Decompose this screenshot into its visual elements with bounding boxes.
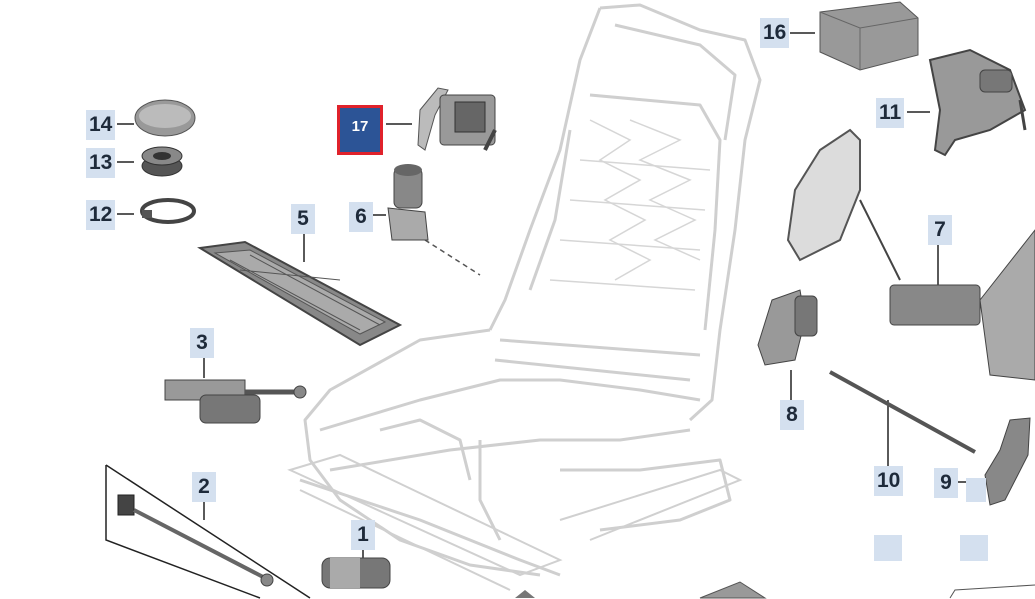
- callout-14[interactable]: 14: [86, 110, 116, 140]
- empty-callout[interactable]: [960, 535, 988, 561]
- callout-2[interactable]: 2: [192, 472, 216, 502]
- part-12-ring[interactable]: [140, 198, 196, 224]
- part-14-cover[interactable]: [134, 99, 196, 137]
- empty-callout[interactable]: [874, 535, 902, 561]
- part-3-gear-motor[interactable]: [164, 379, 307, 424]
- seat-frame: [299, 3, 762, 577]
- seat-springs: [549, 119, 711, 291]
- seat-rails: [287, 453, 743, 591]
- callout-8[interactable]: 8: [780, 400, 804, 430]
- callout-3[interactable]: 3: [190, 328, 214, 358]
- leader-lines: [105, 32, 988, 599]
- callout-11[interactable]: 11: [876, 98, 905, 128]
- part-17-switch[interactable]: [417, 87, 497, 151]
- callout-9[interactable]: 9: [934, 468, 958, 498]
- part-1-motor[interactable]: [321, 557, 391, 589]
- part-6-motor[interactable]: [387, 164, 429, 241]
- part-8-actuator[interactable]: [757, 289, 818, 366]
- callout-7[interactable]: 7: [928, 215, 952, 245]
- part-11-bracket[interactable]: [928, 48, 1027, 157]
- empty-callout[interactable]: [966, 478, 986, 502]
- part-5-seat-pan[interactable]: [197, 240, 403, 347]
- part-9-lever[interactable]: [984, 417, 1031, 506]
- callout-12[interactable]: 12: [86, 200, 116, 230]
- callout-6[interactable]: 6: [349, 202, 373, 232]
- part-16-box[interactable]: [819, 1, 919, 71]
- part-partial-bottom: [515, 581, 1035, 599]
- callout-13[interactable]: 13: [86, 148, 116, 178]
- callout-1[interactable]: 1: [351, 520, 375, 550]
- link-line: [424, 239, 481, 276]
- callout-16[interactable]: 16: [760, 18, 790, 48]
- callout-17-selected[interactable]: 17: [337, 105, 383, 155]
- part-7-bolster[interactable]: [786, 128, 1035, 381]
- callout-10[interactable]: 10: [874, 466, 904, 496]
- part-13-speaker[interactable]: [141, 146, 183, 177]
- part-10-rod[interactable]: [829, 370, 976, 454]
- callout-5[interactable]: 5: [291, 204, 315, 234]
- part-2-cable[interactable]: [117, 494, 274, 587]
